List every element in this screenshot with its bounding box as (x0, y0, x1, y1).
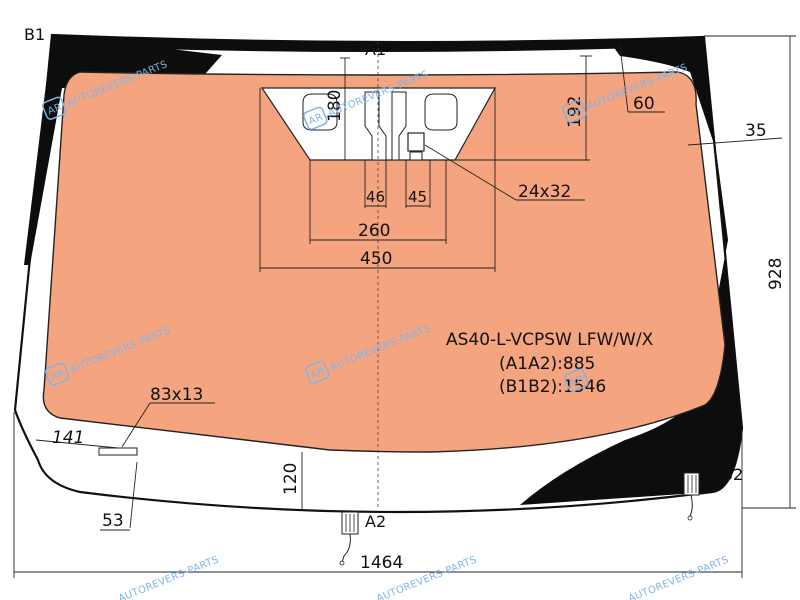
dim-46: 46 (366, 188, 385, 206)
dim-180: 180 (325, 90, 345, 122)
dim-450: 450 (360, 249, 392, 269)
svg-text:AUTOREVERS-PARTS: AUTOREVERS-PARTS (117, 554, 221, 600)
label-a2: A2 (365, 512, 386, 531)
watermark-9: AUTOREVERS-PARTS (627, 554, 731, 600)
dim-45: 45 (408, 188, 427, 206)
watermark-7: AUTOREVERS-PARTS (117, 554, 221, 600)
spec-a1a2: (A1A2):885 (499, 354, 595, 374)
sensor-bracket (409, 151, 423, 161)
svg-text:AR: AR (568, 374, 585, 390)
dim-928: 928 (766, 258, 786, 290)
frit-top-right (610, 37, 716, 150)
svg-text:AUTOREVERS-PARTS: AUTOREVERS-PARTS (627, 554, 731, 600)
spec-b1b2: (B1B2):1546 (499, 377, 606, 397)
svg-text:AR: AR (566, 105, 583, 121)
dim-1464: 1464 (360, 553, 403, 573)
connector-a2 (339, 511, 359, 566)
label-b2: B2 (722, 465, 743, 484)
label-b1: B1 (24, 25, 45, 44)
dim-60: 60 (633, 94, 655, 114)
spec-code: AS40-L-VCPSW LFW/W/X (446, 330, 654, 350)
dim-120: 120 (281, 463, 301, 495)
svg-text:AR: AR (307, 112, 324, 128)
camera-mount-far (424, 93, 458, 131)
dim-35: 35 (745, 121, 767, 141)
label-a1: A1 (365, 40, 386, 59)
svg-text:AR: AR (49, 368, 66, 384)
dim-24x32: 24x32 (518, 182, 571, 202)
tinted-area (42, 71, 726, 453)
dim-53: 53 (102, 511, 124, 531)
connector-b2 (683, 472, 700, 521)
watermark-6: AR (564, 368, 589, 392)
svg-text:AR: AR (309, 366, 326, 382)
rain-sensor-outline (302, 93, 338, 131)
dim-260: 260 (358, 221, 390, 241)
frit-right (520, 150, 742, 505)
dim-83x13: 83x13 (150, 385, 203, 405)
svg-text:AR: AR (46, 102, 63, 118)
dim-141: 141 (52, 428, 84, 448)
sensor-24x32 (407, 132, 425, 152)
label-area (98, 447, 138, 456)
